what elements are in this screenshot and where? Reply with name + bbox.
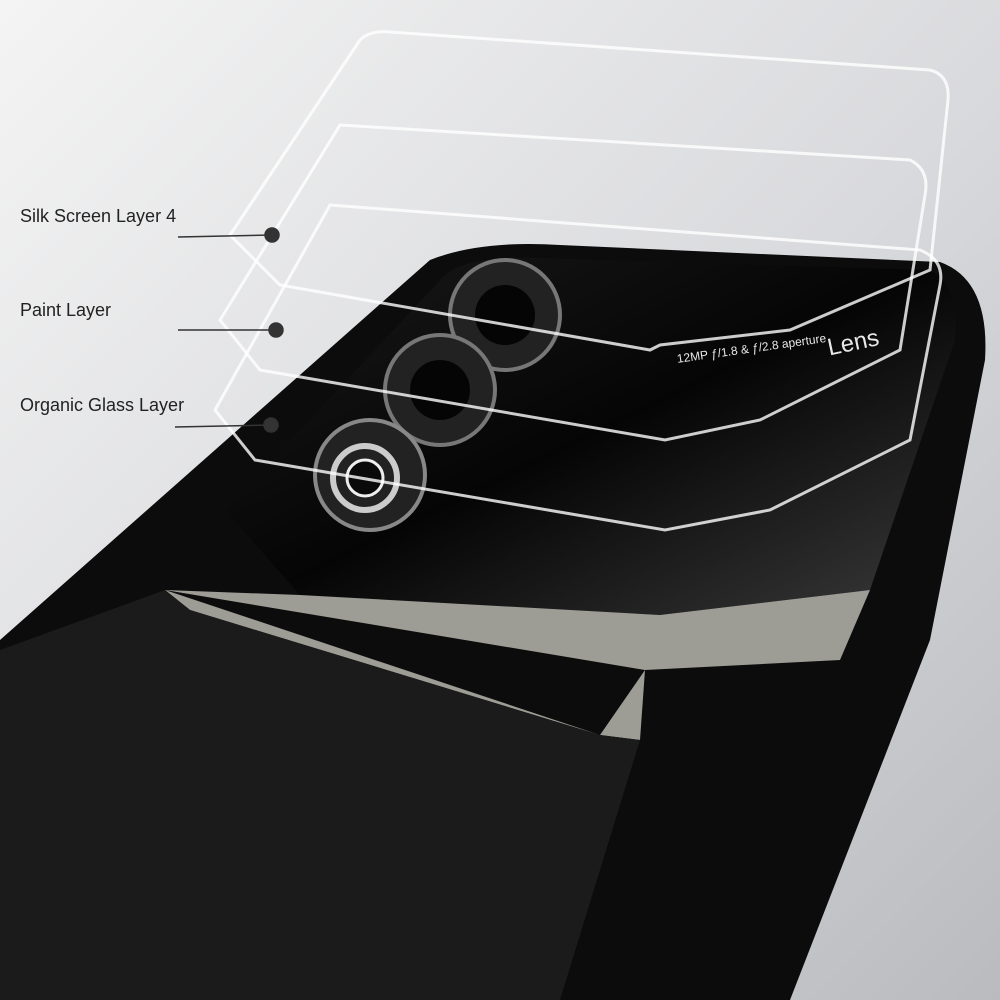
leather-band	[165, 590, 870, 740]
leather-back	[0, 590, 640, 1000]
callout-organic-glass-layer: Organic Glass Layer	[20, 395, 185, 415]
camera-lenses	[313, 258, 562, 532]
callout-paint-layer: Paint Layer	[20, 300, 112, 320]
callout-silk-screen-layer: Silk Screen Layer 4	[20, 206, 177, 226]
callout-lines	[174, 227, 284, 433]
glass-layers	[213, 30, 950, 532]
